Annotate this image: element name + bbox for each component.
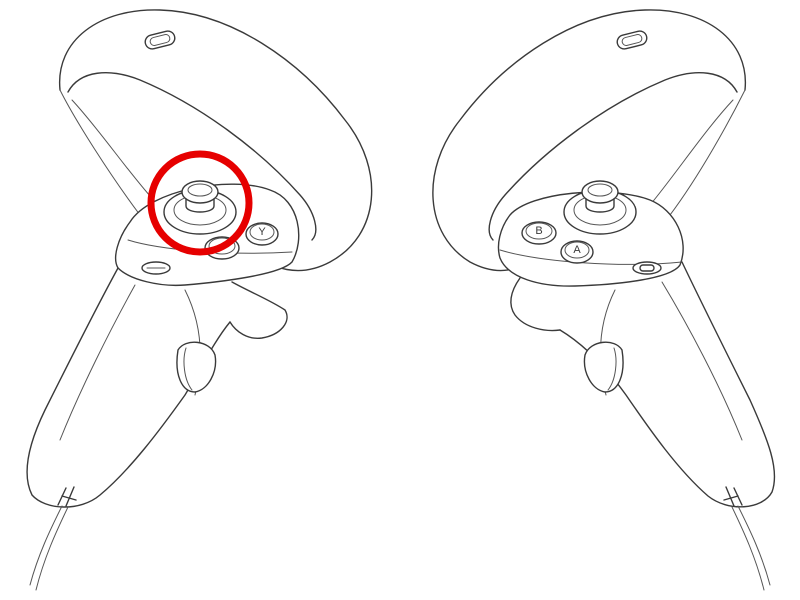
right-wrist-strap bbox=[723, 486, 743, 507]
b-button-label: B bbox=[535, 225, 542, 237]
b-button: B bbox=[521, 221, 557, 245]
thumbstick-highlight bbox=[147, 150, 253, 256]
a-button: A bbox=[560, 240, 594, 264]
right-ring-inner bbox=[488, 72, 738, 241]
left-ring-inner bbox=[67, 72, 317, 241]
left-controller-icon: Y bbox=[26, 9, 373, 591]
left-wrist-strap bbox=[57, 486, 77, 507]
a-button-label: A bbox=[573, 244, 581, 256]
thumbstick-icon bbox=[163, 180, 237, 235]
y-button: Y bbox=[245, 222, 279, 246]
y-button-label: Y bbox=[258, 226, 266, 238]
right-trigger bbox=[510, 277, 561, 332]
right-grip bbox=[559, 261, 776, 508]
left-ring-slot bbox=[144, 30, 176, 50]
left-grip bbox=[26, 267, 231, 508]
right-grip-button bbox=[583, 341, 624, 393]
right-thumbstick bbox=[563, 180, 637, 235]
oculus-button-icon bbox=[632, 261, 662, 275]
left-grip-button bbox=[176, 341, 217, 393]
left-trigger bbox=[229, 281, 288, 339]
right-tracking-ring bbox=[432, 9, 746, 272]
right-controller-icon: B A bbox=[432, 9, 776, 591]
menu-button-icon bbox=[141, 261, 171, 275]
right-ring-slot bbox=[616, 30, 648, 50]
